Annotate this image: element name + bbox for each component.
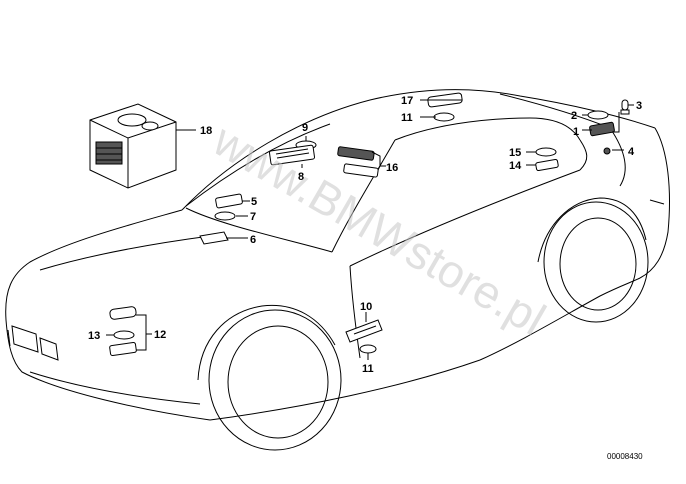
callout-13: 13 [88, 330, 100, 342]
door-lamp [214, 211, 236, 221]
trunk-lamp-lens [113, 330, 135, 340]
callout-6: 6 [250, 234, 256, 246]
trunk-lamp-top [109, 306, 137, 320]
lamp-lens [587, 110, 609, 120]
parts [89, 92, 630, 357]
callout-10: 10 [360, 301, 372, 313]
screw [603, 147, 611, 155]
control-module-box [89, 103, 177, 189]
callout-11-upper: 11 [401, 112, 413, 124]
interior-lamp-upper [433, 112, 455, 122]
twin-lamp-a [337, 146, 375, 161]
callout-2: 2 [571, 110, 577, 122]
lamp-bracket [199, 231, 229, 245]
vanity-lamp [268, 144, 316, 166]
diagram-code: 00008430 [607, 452, 643, 461]
reading-lamp [535, 147, 557, 157]
bulb [620, 99, 630, 115]
callout-16: 16 [386, 162, 398, 174]
callout-9: 9 [302, 122, 308, 134]
callout-8: 8 [298, 171, 304, 183]
callout-4: 4 [628, 146, 635, 158]
leader-lines [106, 99, 634, 360]
callout-15: 15 [509, 147, 521, 159]
callout-5: 5 [251, 196, 257, 208]
callout-12: 12 [154, 329, 166, 341]
callout-3: 3 [636, 100, 642, 112]
callout-1: 1 [573, 126, 579, 138]
callout-17: 17 [401, 95, 413, 107]
footwell-lamp [215, 193, 243, 209]
twin-lamp-b [343, 163, 379, 178]
door-panel-lamp [345, 319, 383, 343]
lamp-housing [589, 121, 615, 137]
watermark: www.BMWstore.pl [204, 113, 554, 345]
callout-14: 14 [509, 160, 522, 172]
interior-lamp-lower [359, 344, 377, 354]
callout-7: 7 [250, 211, 256, 223]
callouts: 18 17 11 2 3 1 4 15 14 9 8 16 5 7 6 12 1… [88, 95, 642, 375]
callout-11-lower: 11 [362, 363, 374, 375]
side-lamp [535, 158, 559, 172]
trunk-lamp-bottom [109, 341, 137, 357]
callout-18: 18 [200, 125, 212, 137]
